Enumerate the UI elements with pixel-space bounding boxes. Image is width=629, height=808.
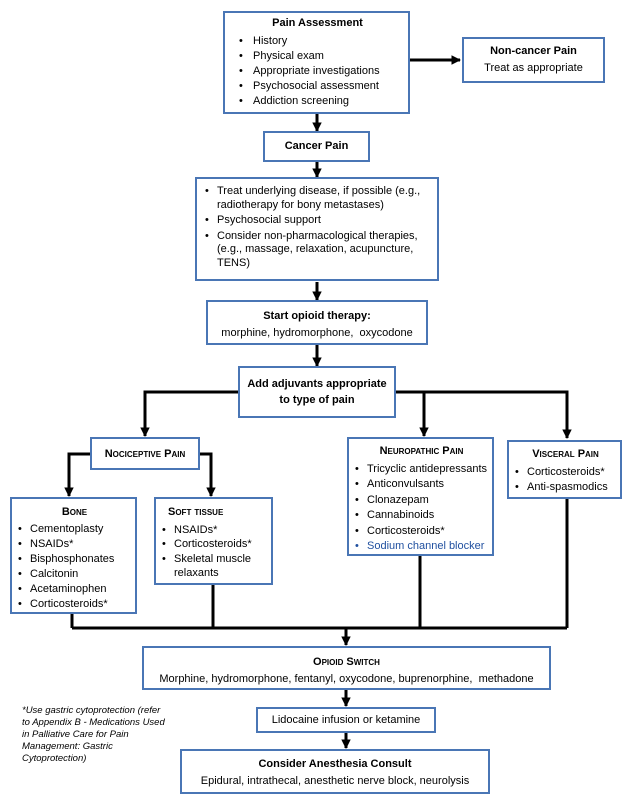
list-item: Anticonvulsants bbox=[355, 477, 488, 493]
visceral-list: Corticosteroids* Anti-spasmodics bbox=[515, 465, 616, 495]
list-item: NSAIDs* bbox=[18, 537, 131, 552]
non-cancer-title: Non-cancer Pain bbox=[490, 45, 577, 57]
lidocaine-text: Lidocaine infusion or ketamine bbox=[271, 714, 421, 726]
list-item: Tricyclic antidepressants bbox=[355, 462, 488, 478]
non-cancer-text: Treat as appropriate bbox=[484, 61, 583, 74]
pain-assessment-list: History Physical exam Appropriate invest… bbox=[233, 34, 402, 109]
non-cancer-box: Non-cancer Pain Treat as appropriate bbox=[462, 37, 605, 83]
list-item: Treat underlying disease, if possible (e… bbox=[205, 185, 431, 212]
list-item: Addiction screening bbox=[233, 94, 402, 109]
cancer-pain-box: Cancer Pain bbox=[263, 131, 370, 162]
opioid-start-box: Start opioid therapy: morphine, hydromor… bbox=[206, 300, 428, 345]
arrow-adjuvants-nociceptive bbox=[140, 390, 238, 437]
list-item: Anti-spasmodics bbox=[515, 480, 616, 495]
list-item: Consider non-pharmacological therapies, … bbox=[205, 230, 431, 271]
anesthesia-title: Consider Anesthesia Consult bbox=[258, 758, 412, 770]
pain-assessment-box: Pain Assessment History Physical exam Ap… bbox=[223, 11, 410, 114]
opioid-switch-text: Morphine, hydromorphone, fentanyl, oxyco… bbox=[159, 672, 534, 685]
list-item: Corticosteroids* bbox=[162, 537, 267, 552]
list-item: Appropriate investigations bbox=[233, 64, 402, 79]
treatment-box: Treat underlying disease, if possible (e… bbox=[195, 177, 439, 281]
adjuvants-title-line2: to type of pain bbox=[279, 393, 355, 406]
neuropathic-list: Tricyclic antidepressants Anticonvulsant… bbox=[355, 462, 488, 555]
list-item: Acetaminophen bbox=[18, 582, 131, 597]
nociceptive-title: Nociceptive Pain bbox=[104, 448, 186, 460]
list-item: Sodium channel blocker bbox=[355, 539, 488, 555]
cancer-pain-title: Cancer Pain bbox=[284, 140, 349, 152]
nociceptive-box: Nociceptive Pain bbox=[90, 437, 200, 470]
bone-title: Bone bbox=[61, 506, 88, 518]
arrow-adjuvants-visceral bbox=[396, 390, 572, 439]
list-item: Clonazepam bbox=[355, 493, 488, 509]
anesthesia-box: Consider Anesthesia Consult Epidural, in… bbox=[180, 749, 490, 794]
list-item: Cannabinoids bbox=[355, 508, 488, 524]
list-item: Psychosocial assessment bbox=[233, 79, 402, 94]
bone-list: Cementoplasty NSAIDs* Bisphosphonates Ca… bbox=[18, 522, 131, 612]
visceral-box: Visceral Pain Corticosteroids* Anti-spas… bbox=[507, 440, 622, 499]
adjuvants-title-line1: Add adjuvants appropriate bbox=[247, 378, 387, 390]
list-item: NSAIDs* bbox=[162, 523, 267, 538]
list-item: Skeletal muscle relaxants bbox=[162, 552, 267, 581]
soft-tissue-box: Soft tissue NSAIDs* Corticosteroids* Ske… bbox=[154, 497, 273, 585]
adjuvants-box: Add adjuvants appropriate to type of pai… bbox=[238, 366, 396, 418]
soft-tissue-title: Soft tissue bbox=[168, 506, 224, 518]
list-item: Corticosteroids* bbox=[355, 524, 488, 540]
anesthesia-text: Epidural, intrathecal, anesthetic nerve … bbox=[200, 774, 470, 787]
opioid-start-title: Start opioid therapy: bbox=[263, 310, 371, 322]
arrow-nociceptive-soft bbox=[200, 452, 216, 497]
list-item: Corticosteroids* bbox=[515, 465, 616, 480]
bone-box: Bone Cementoplasty NSAIDs* Bisphosphonat… bbox=[10, 497, 137, 614]
visceral-title: Visceral Pain bbox=[532, 448, 599, 460]
list-item: Bisphosphonates bbox=[18, 552, 131, 567]
arrow-nociceptive-bone bbox=[64, 452, 90, 497]
list-item: Cementoplasty bbox=[18, 522, 131, 537]
list-item: Corticosteroids* bbox=[18, 597, 131, 612]
list-item: Physical exam bbox=[233, 49, 402, 64]
neuropathic-box: Neuropathic Pain Tricyclic antidepressan… bbox=[347, 437, 494, 556]
lidocaine-box: Lidocaine infusion or ketamine bbox=[256, 707, 436, 733]
soft-tissue-list: NSAIDs* Corticosteroids* Skeletal muscle… bbox=[162, 523, 267, 581]
list-item: Calcitonin bbox=[18, 567, 131, 582]
footnote: *Use gastric cytoprotection (refer to Ap… bbox=[22, 705, 165, 764]
list-item: History bbox=[233, 34, 402, 49]
neuropathic-title: Neuropathic Pain bbox=[379, 445, 464, 457]
opioid-switch-box: Opioid Switch Morphine, hydromorphone, f… bbox=[142, 646, 551, 690]
opioid-start-text: morphine, hydromorphone, oxycodone bbox=[221, 326, 413, 339]
pain-assessment-title: Pain Assessment bbox=[272, 17, 363, 29]
opioid-switch-title: Opioid Switch bbox=[313, 656, 380, 668]
treatment-list: Treat underlying disease, if possible (e… bbox=[205, 185, 431, 270]
list-item: Psychosocial support bbox=[205, 214, 431, 228]
